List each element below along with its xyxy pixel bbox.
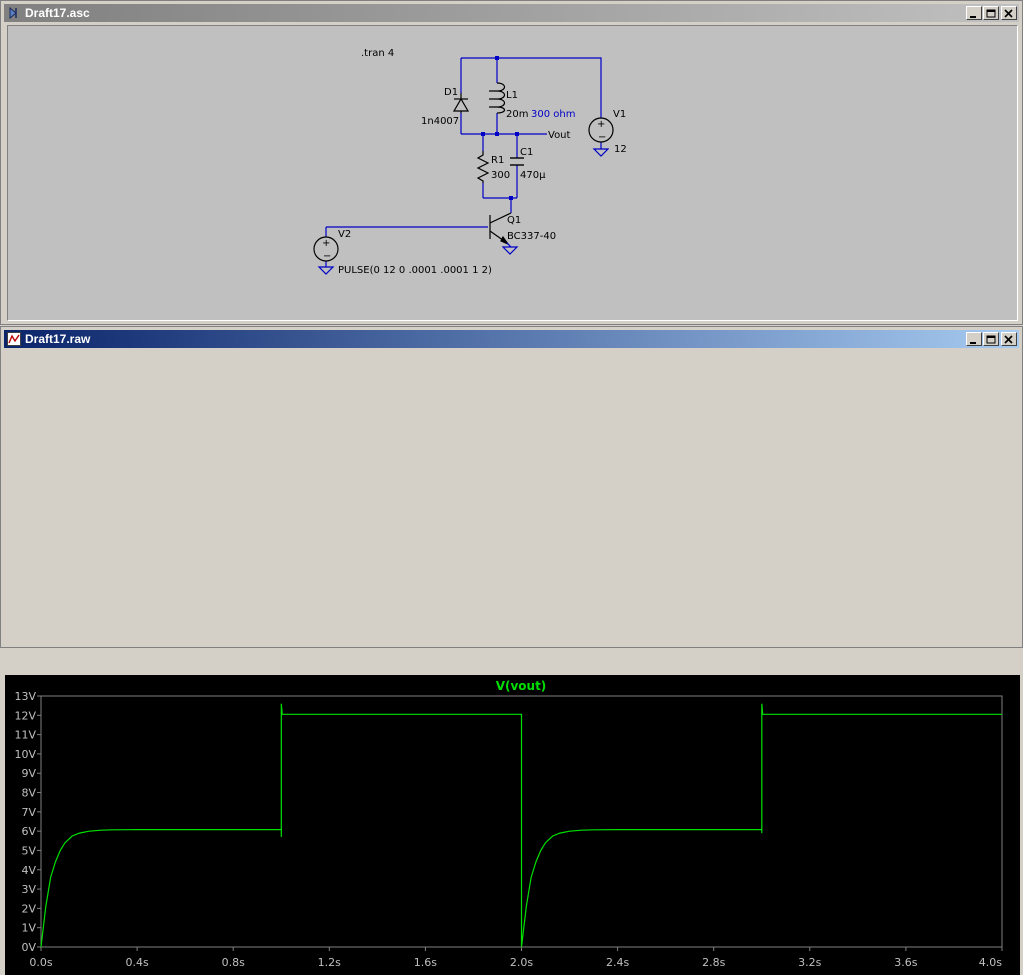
minimize-icon <box>970 16 976 18</box>
y-tick-label: 4V <box>21 864 36 877</box>
wires <box>325 57 602 267</box>
d1-name: D1 <box>444 87 458 98</box>
y-tick-label: 12V <box>14 709 36 722</box>
v2-name: V2 <box>338 229 351 240</box>
voltage-source-v2[interactable]: + − <box>313 236 339 275</box>
v1-name: V1 <box>613 109 626 120</box>
y-tick-label: 2V <box>21 902 36 915</box>
c1-value: 470µ <box>520 170 546 181</box>
schematic-app-icon <box>9 6 17 20</box>
y-tick-label: 9V <box>21 767 36 780</box>
trace-vout[interactable] <box>40 703 1002 948</box>
capacitor-c1[interactable] <box>510 157 524 166</box>
y-tick-label: 13V <box>14 690 36 703</box>
svg-text:+: + <box>597 119 605 130</box>
x-tick-label: 3.2s <box>798 956 821 969</box>
schematic-title: Draft17.asc <box>25 6 90 20</box>
waveform-app-icon <box>7 332 21 346</box>
x-tick-label: 3.6s <box>894 956 917 969</box>
d1-value: 1n4007 <box>421 116 459 127</box>
y-tick-label: 7V <box>21 806 36 819</box>
l1-value: 20m <box>506 109 528 120</box>
r1-value: 300 <box>491 170 510 181</box>
y-tick-label: 3V <box>21 883 36 896</box>
voltage-source-v1[interactable]: + − <box>588 117 614 157</box>
minimize-button[interactable] <box>966 6 982 20</box>
close-icon <box>1004 9 1013 18</box>
y-tick-label: 8V <box>21 787 36 800</box>
trace-label[interactable]: V(vout) <box>496 679 547 693</box>
schematic-window[interactable]: Draft17.asc .tran 4 <box>0 0 1023 325</box>
y-tick-label: 6V <box>21 825 36 838</box>
x-tick-label: 2.8s <box>702 956 725 969</box>
y-tick-label: 11V <box>14 729 36 742</box>
x-axis[interactable]: 0.0s 0.4s 0.8s 1.2s 1.6s 2.0s 2.4s 2.8s 3.2s 3.6s… <box>29 947 1003 969</box>
q1-name: Q1 <box>507 215 521 226</box>
junction-dots <box>481 56 519 200</box>
x-tick-label: 0.4s <box>125 956 148 969</box>
close-button[interactable] <box>1001 332 1017 346</box>
waveform-title: Draft17.raw <box>25 332 91 346</box>
svg-text:−: − <box>323 251 331 262</box>
maximize-icon <box>986 335 996 344</box>
l1-name: L1 <box>506 90 518 101</box>
maximize-button[interactable] <box>983 332 999 346</box>
diode-d1[interactable] <box>452 93 470 113</box>
close-button[interactable] <box>1001 6 1017 20</box>
y-tick-label: 5V <box>21 844 36 857</box>
waveform-plot-area[interactable]: V(vout) 0V 1V 2V 3V 4V 5V 6V 7V 8V 9V 10V 11V 12V 13V… <box>5 675 1020 975</box>
r1-name: R1 <box>491 155 504 166</box>
minimize-button[interactable] <box>966 332 982 346</box>
x-tick-label: 1.2s <box>318 956 341 969</box>
resistor-r1[interactable] <box>476 151 490 183</box>
close-icon <box>1004 335 1013 344</box>
waveform-titlebar[interactable]: Draft17.raw <box>4 330 1019 348</box>
x-tick-label: 2.4s <box>606 956 629 969</box>
svg-text:+: + <box>322 238 330 249</box>
waveform-chart[interactable]: V(vout) 0V 1V 2V 3V 4V 5V 6V 7V 8V 9V 10V 11V 12V 13V… <box>5 675 1020 975</box>
y-axis[interactable]: 0V 1V 2V 3V 4V 5V 6V 7V 8V 9V 10V 11V 12V 13V <box>14 690 41 954</box>
c1-name: C1 <box>520 147 533 158</box>
l1-series-resistance: 300 ohm <box>531 109 575 120</box>
maximize-icon <box>986 9 996 18</box>
inductor-l1[interactable] <box>488 82 506 114</box>
y-tick-label: 0V <box>21 941 36 954</box>
transistor-q1[interactable] <box>489 212 519 255</box>
x-tick-label: 0.8s <box>222 956 245 969</box>
vout-net-label[interactable]: Vout <box>548 130 571 141</box>
svg-text:−: − <box>598 132 606 143</box>
y-tick-label: 10V <box>14 748 36 761</box>
schematic-titlebar[interactable]: Draft17.asc <box>4 4 1019 22</box>
schematic-canvas[interactable]: .tran 4 <box>7 25 1018 321</box>
x-tick-label: 0.0s <box>29 956 52 969</box>
maximize-button[interactable] <box>983 6 999 20</box>
minimize-icon <box>970 342 976 344</box>
x-tick-label: 4.0s <box>979 956 1002 969</box>
x-tick-label: 2.0s <box>510 956 533 969</box>
x-tick-label: 1.6s <box>414 956 437 969</box>
q1-value: BC337-40 <box>507 231 556 242</box>
waveform-window[interactable]: Draft17.raw V(vout) 0V 1V 2V 3V 4V 5V 6V 7V 8V 9V… <box>0 326 1023 975</box>
y-tick-label: 1V <box>21 922 36 935</box>
v2-value: PULSE(0 12 0 .0001 .0001 1 2) <box>338 265 492 276</box>
tran-directive[interactable]: .tran 4 <box>361 48 394 59</box>
v1-value: 12 <box>614 144 627 155</box>
